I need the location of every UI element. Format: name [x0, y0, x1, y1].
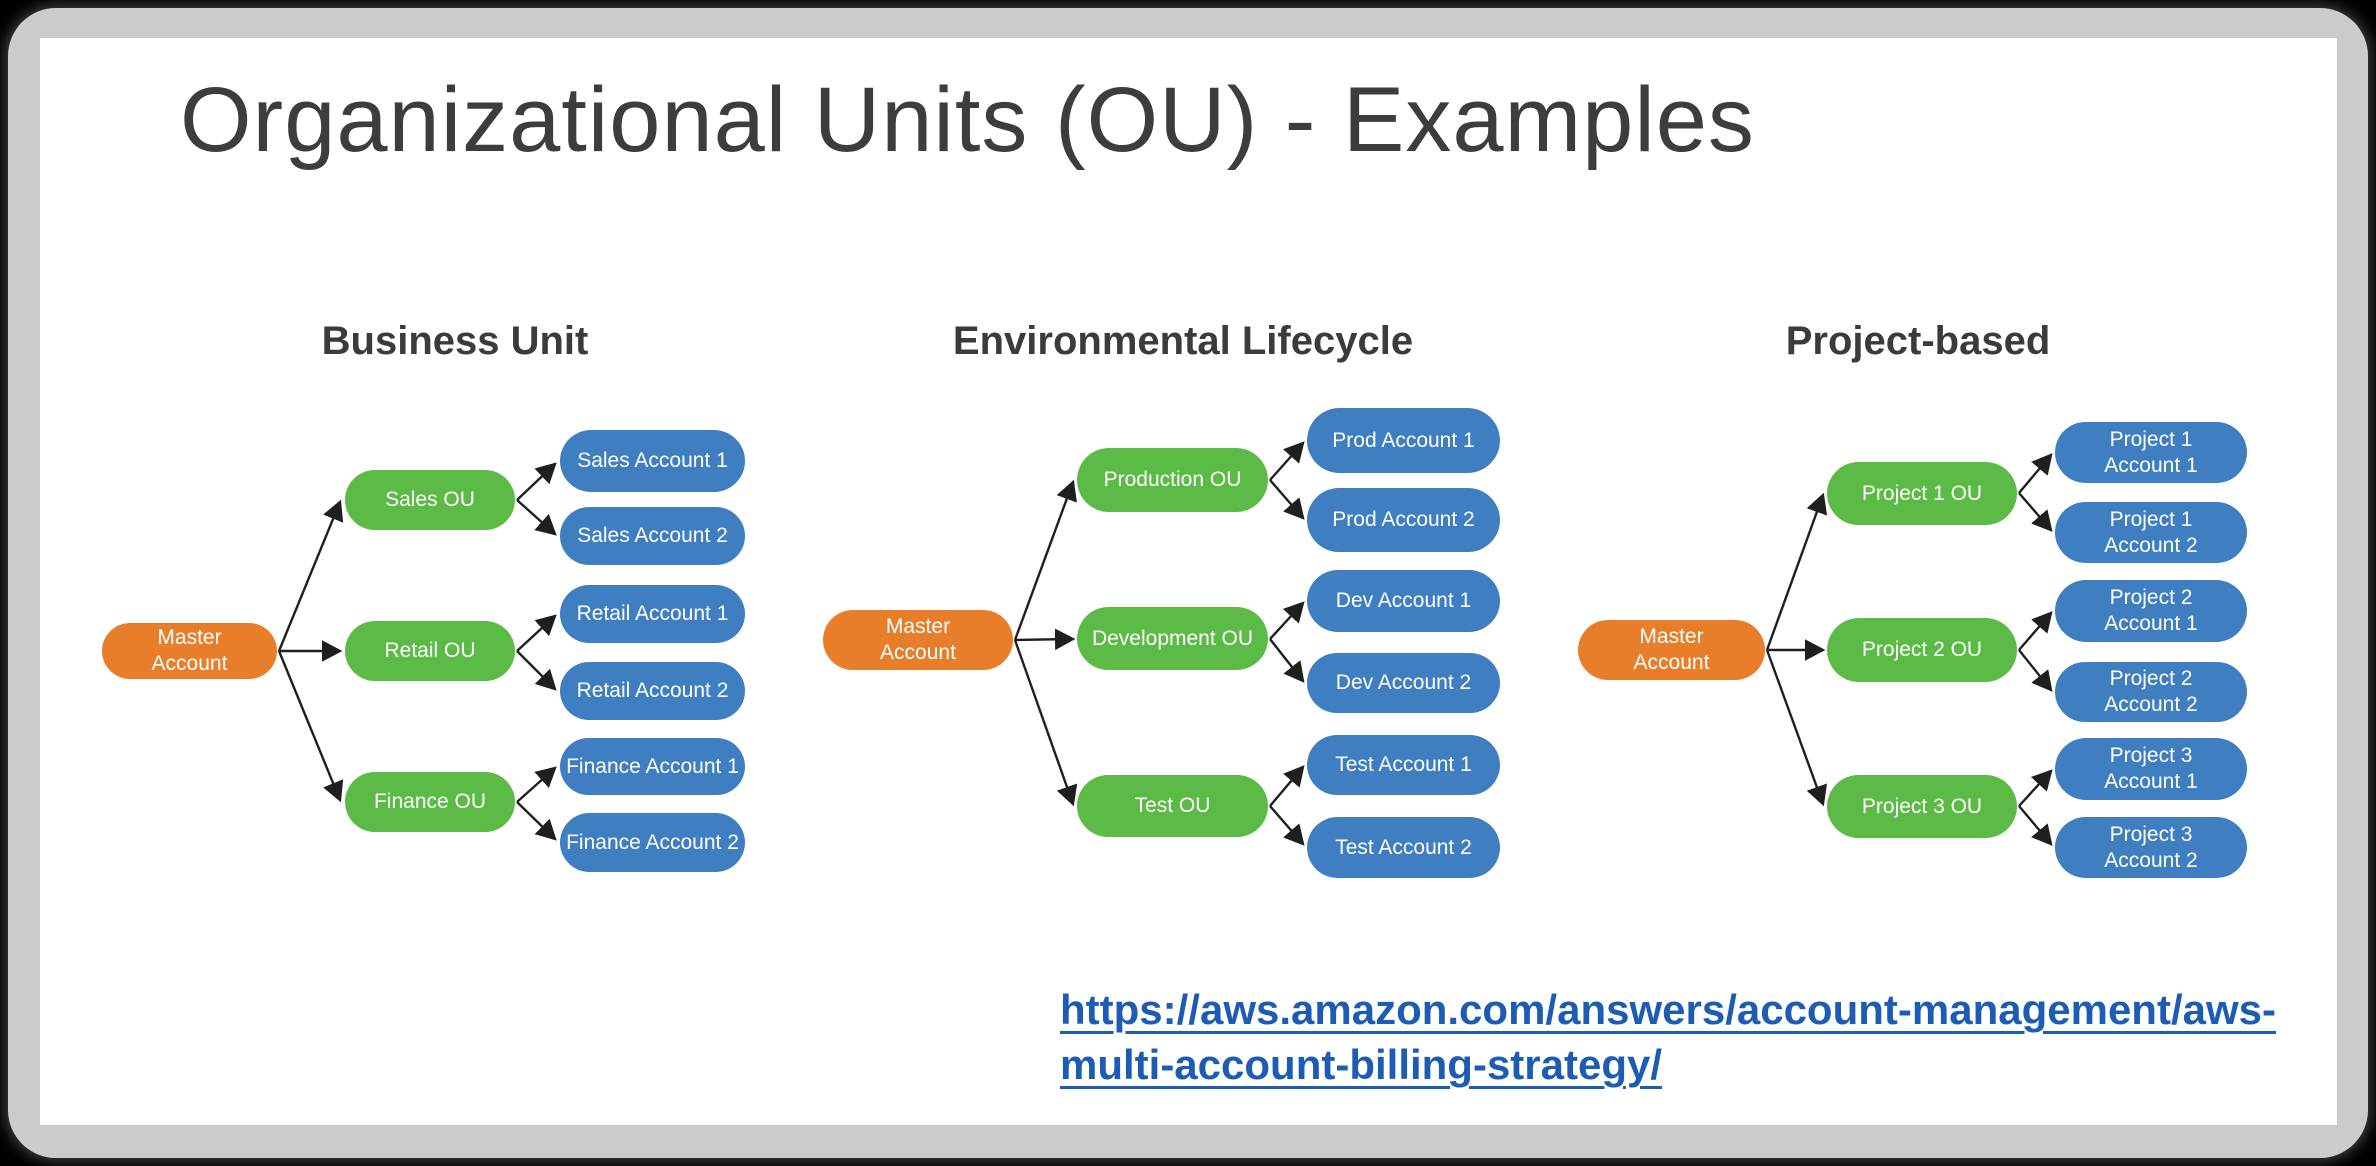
- node-dev-account-1: Dev Account 1: [1307, 570, 1500, 632]
- arrow-sales-ou-acct2: [516, 499, 557, 536]
- node-project-3-account-2: Project 3 Account 2: [2055, 817, 2247, 878]
- connector-arrows-layer: [277, 441, 2053, 846]
- node-sales-ou: Sales OU: [345, 470, 515, 530]
- arrow-master1-finance-ou: [277, 650, 344, 803]
- node-project-3-account-1: Project 3 Account 1: [2055, 738, 2247, 800]
- node-finance-account-2: Finance Account 2: [560, 813, 745, 872]
- node-test-account-1: Test Account 1: [1307, 735, 1500, 795]
- arrow-finance-ou-acct2: [516, 801, 557, 841]
- node-project-1-account-1: Project 1 Account 1: [2055, 422, 2247, 483]
- arrow-production-ou-acct2: [1269, 479, 1305, 520]
- arrow-test-ou-acct1: [1269, 765, 1305, 807]
- arrow-master1-sales-ou: [277, 499, 344, 652]
- arrow-master2-test-ou: [1013, 639, 1078, 807]
- arrow-master2-development-ou: [1014, 628, 1076, 651]
- tree-heading-project-based: Project-based: [1785, 319, 2051, 363]
- source-link[interactable]: https://aws.amazon.com/answers/account-m…: [1060, 986, 2276, 1088]
- node-test-account-2: Test Account 2: [1307, 817, 1500, 878]
- arrow-project3-ou-acct2: [2018, 805, 2053, 846]
- arrow-sales-ou-acct1: [516, 462, 557, 501]
- arrow-project3-ou-acct1: [2018, 769, 2053, 807]
- slide: Organizational Units (OU) - Examples Bus…: [40, 38, 2337, 1125]
- arrow-development-ou-acct1: [1269, 601, 1305, 640]
- arrow-project1-ou-acct1: [2018, 453, 2053, 494]
- node-master-account-environmental: Master Account: [823, 610, 1013, 670]
- node-prod-account-2: Prod Account 2: [1307, 488, 1500, 552]
- node-project-1-ou: Project 1 OU: [1827, 462, 2017, 525]
- arrow-retail-ou-acct2: [516, 650, 557, 691]
- arrow-development-ou-acct2: [1269, 638, 1305, 683]
- slide-card: Organizational Units (OU) - Examples Bus…: [8, 8, 2368, 1158]
- node-production-ou: Production OU: [1077, 448, 1268, 512]
- tree-heading-environmental-lifecycle: Environmental Lifecycle: [952, 319, 1414, 363]
- arrow-finance-ou-acct1: [516, 766, 557, 803]
- node-retail-account-2: Retail Account 2: [560, 662, 745, 720]
- arrow-test-ou-acct2: [1269, 805, 1305, 846]
- arrow-master3-project3-ou: [1765, 649, 1827, 807]
- node-project-3-ou: Project 3 OU: [1827, 775, 2017, 838]
- node-project-2-ou: Project 2 OU: [1827, 618, 2017, 682]
- arrow-project2-ou-acct2: [2018, 649, 2053, 692]
- arrow-project1-ou-acct2: [2018, 492, 2053, 532]
- node-master-account-project: Master Account: [1578, 620, 1765, 680]
- node-master-account-business: Master Account: [102, 623, 277, 679]
- node-development-ou: Development OU: [1077, 607, 1268, 670]
- arrow-master2-production-ou: [1013, 479, 1077, 641]
- node-project-2-account-1: Project 2 Account 1: [2055, 580, 2247, 642]
- node-retail-account-1: Retail Account 1: [560, 585, 745, 643]
- arrow-production-ou-acct1: [1269, 441, 1305, 481]
- slide-title: Organizational Units (OU) - Examples: [180, 69, 1755, 171]
- node-finance-ou: Finance OU: [345, 772, 515, 832]
- tree-heading-business-unit: Business Unit: [321, 319, 589, 363]
- arrow-master3-project1-ou: [1765, 492, 1828, 651]
- arrow-retail-ou-acct1: [516, 614, 557, 652]
- node-retail-ou: Retail OU: [345, 621, 515, 681]
- node-project-1-account-2: Project 1 Account 2: [2055, 502, 2247, 563]
- node-test-ou: Test OU: [1077, 775, 1268, 837]
- node-prod-account-1: Prod Account 1: [1307, 408, 1500, 473]
- arrow-project2-ou-acct1: [2018, 611, 2053, 651]
- node-sales-account-1: Sales Account 1: [560, 430, 745, 492]
- node-finance-account-1: Finance Account 1: [560, 738, 745, 795]
- node-sales-account-2: Sales Account 2: [560, 507, 745, 565]
- node-project-2-account-2: Project 2 Account 2: [2055, 662, 2247, 722]
- node-dev-account-2: Dev Account 2: [1307, 653, 1500, 713]
